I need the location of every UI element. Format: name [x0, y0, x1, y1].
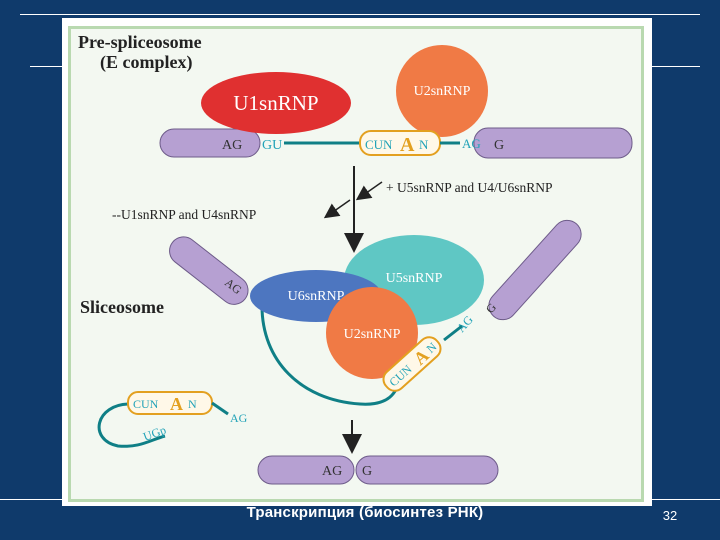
- remove-snrnp-note: --U1snRNP and U4snRNP: [112, 207, 256, 222]
- ag-site-label: AG: [222, 138, 242, 153]
- u2-snrnp-spliceosome-label: U2snRNP: [344, 327, 401, 342]
- spliced-exon-left: [257, 455, 355, 485]
- u1-snrnp-label: U1snRNP: [233, 91, 318, 115]
- branch-site-box-tilted: CUN A N: [382, 336, 442, 392]
- add-snrnp-note: + U5snRNP and U4/U6snRNP: [386, 180, 553, 195]
- lariat-n-label: N: [188, 397, 197, 411]
- exon-right-tilted: [488, 219, 582, 321]
- intron-loop-curve: [260, 305, 402, 406]
- lariat-cun-label: CUN: [133, 397, 159, 411]
- e-complex-title: (E complex): [100, 52, 192, 73]
- u2-snrnp-spliceosome-circle: [326, 287, 418, 379]
- top-rule: [20, 14, 700, 15]
- remove-arrow: [323, 199, 351, 219]
- u1-snrnp-ellipse: [201, 72, 351, 134]
- u6-snrnp-label: U6snRNP: [288, 289, 345, 304]
- slide-footer-title: Транскрипция (биосинтез РНК): [246, 504, 484, 521]
- u2-snrnp-label: U2snRNP: [414, 84, 471, 99]
- intron-stub-right: [443, 324, 463, 342]
- lariat-ag-label: AG: [230, 411, 248, 425]
- lariat-tail: [211, 401, 229, 416]
- exon-left-top: [159, 128, 261, 158]
- add-arrow: [355, 181, 383, 201]
- spliced-ag-label: AG: [322, 464, 342, 479]
- ag2-site-label: AG: [462, 136, 481, 151]
- lariat-ugp-label: UGp: [141, 423, 168, 444]
- pre-spliceosome-title: Pre-spliceosome: [78, 32, 202, 52]
- exon-left-tilted: [169, 236, 249, 305]
- branch-a-label: A: [400, 134, 415, 156]
- g-site-label: G: [494, 138, 504, 153]
- lariat-loop: [97, 402, 166, 448]
- cun-label: CUN: [365, 137, 393, 152]
- exon-right-top: [473, 127, 633, 159]
- u2-snrnp-circle: [396, 45, 488, 137]
- spliceosome-title: Sliceosome: [80, 297, 164, 317]
- spliced-exon-right: [355, 455, 499, 485]
- lariat-a-label: A: [170, 394, 183, 414]
- gu-site-label: GU: [262, 138, 282, 153]
- page-number: 32: [662, 508, 678, 523]
- u5-snrnp-label: U5snRNP: [386, 271, 443, 286]
- branch-n-label: N: [419, 137, 429, 152]
- spliced-g-label: G: [362, 464, 372, 479]
